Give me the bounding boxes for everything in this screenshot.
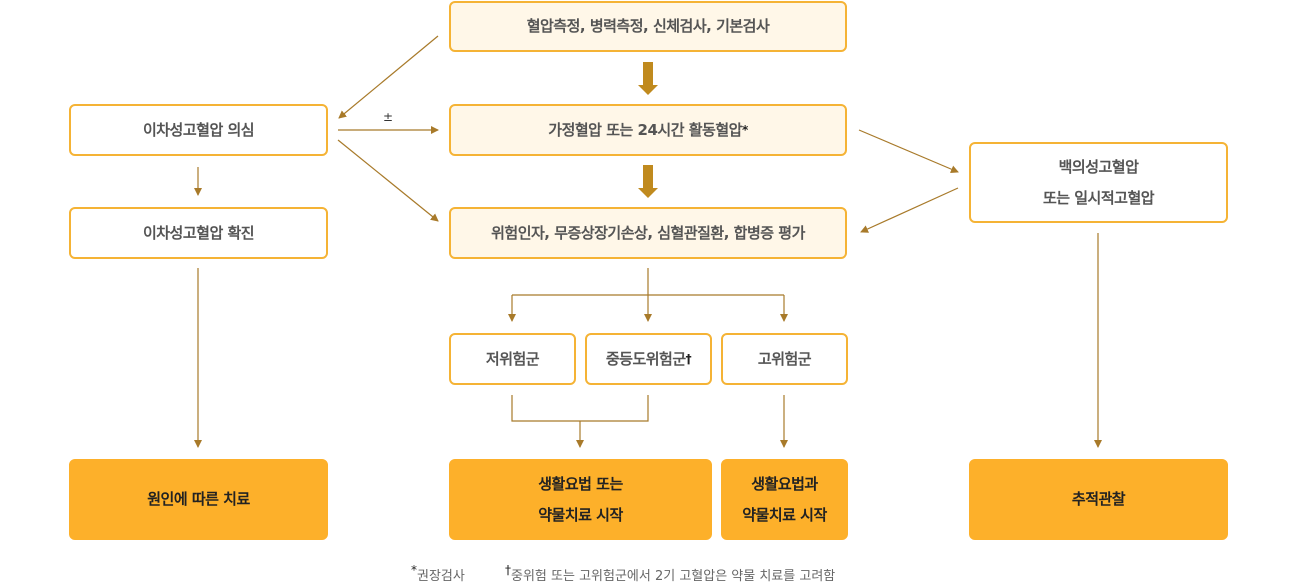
home-bp-box: 가정혈압 또는 24시간 활동혈압*	[449, 104, 847, 156]
cause-treat-box: 원인에 따른 치료	[69, 459, 328, 540]
footnote-drug-consider: †중위험 또는 고위험군에서 2기 고혈압은 약물 치료를 고려함	[505, 563, 836, 584]
footnote-dagger: †	[505, 563, 511, 577]
arrow-from-white-coat	[860, 187, 959, 233]
risk-eval-label: 위험인자, 무증상장기손상, 심혈관질환, 합병증 평가	[491, 223, 805, 242]
arrow-to-white-coat	[858, 129, 959, 173]
footnote-recommended: *권장검사	[411, 563, 465, 584]
lifestyle-or-line2: 약물치료 시작	[538, 505, 623, 524]
secondary-confirm-label: 이차성고혈압 확진	[142, 223, 255, 242]
footnote-text2: 중위험 또는 고위험군에서 2기 고혈압은 약물 치료를 고려함	[511, 569, 836, 584]
secondary-suspect-box: 이차성고혈압 의심	[69, 104, 328, 156]
arrow-to-risk-eval	[337, 139, 439, 222]
white-coat-line2: 또는 일시적고혈압	[1042, 188, 1155, 207]
arrow-to-secondary-suspect	[338, 35, 439, 119]
cause-treat-label: 원인에 따른 치료	[147, 490, 250, 508]
follow-up-box: 추적관찰	[969, 459, 1228, 540]
secondary-confirm-box: 이차성고혈압 확진	[69, 207, 328, 259]
secondary-suspect-label: 이차성고혈압 의심	[142, 120, 255, 139]
merge-low-mid	[511, 395, 649, 422]
high-risk-box: 고위험군	[721, 333, 848, 385]
thick-arrow-1	[638, 62, 658, 95]
low-risk-box: 저위험군	[449, 333, 576, 385]
lifestyle-and-line2: 약물치료 시작	[742, 505, 827, 524]
risk-eval-box: 위험인자, 무증상장기손상, 심혈관질환, 합병증 평가	[449, 207, 847, 259]
follow-up-label: 추적관찰	[1071, 490, 1126, 508]
mid-risk-label: 중등도위험군	[605, 349, 686, 368]
lifestyle-or-line1: 생활요법 또는	[538, 474, 623, 493]
lifestyle-and-line1: 생활요법과	[751, 474, 818, 493]
plus-minus-label: ±	[383, 110, 394, 124]
home-bp-label: 가정혈압 또는 24시간 활동혈압	[548, 120, 742, 139]
high-risk-label: 고위험군	[757, 349, 812, 368]
low-risk-label: 저위험군	[485, 349, 540, 368]
footnote-asterisk: *	[411, 563, 417, 577]
measure-label: 혈압측정, 병력측정, 신체검사, 기본검사	[526, 17, 770, 35]
mid-risk-box: 중등도위험군†	[585, 333, 712, 385]
white-coat-line1: 백의성고혈압	[1058, 157, 1139, 176]
thick-arrow-2	[638, 165, 658, 198]
measure-box: 혈압측정, 병력측정, 신체검사, 기본검사	[449, 1, 847, 52]
footnote-text1: 권장검사	[417, 569, 465, 584]
branch-to-risk-groups	[512, 268, 784, 296]
